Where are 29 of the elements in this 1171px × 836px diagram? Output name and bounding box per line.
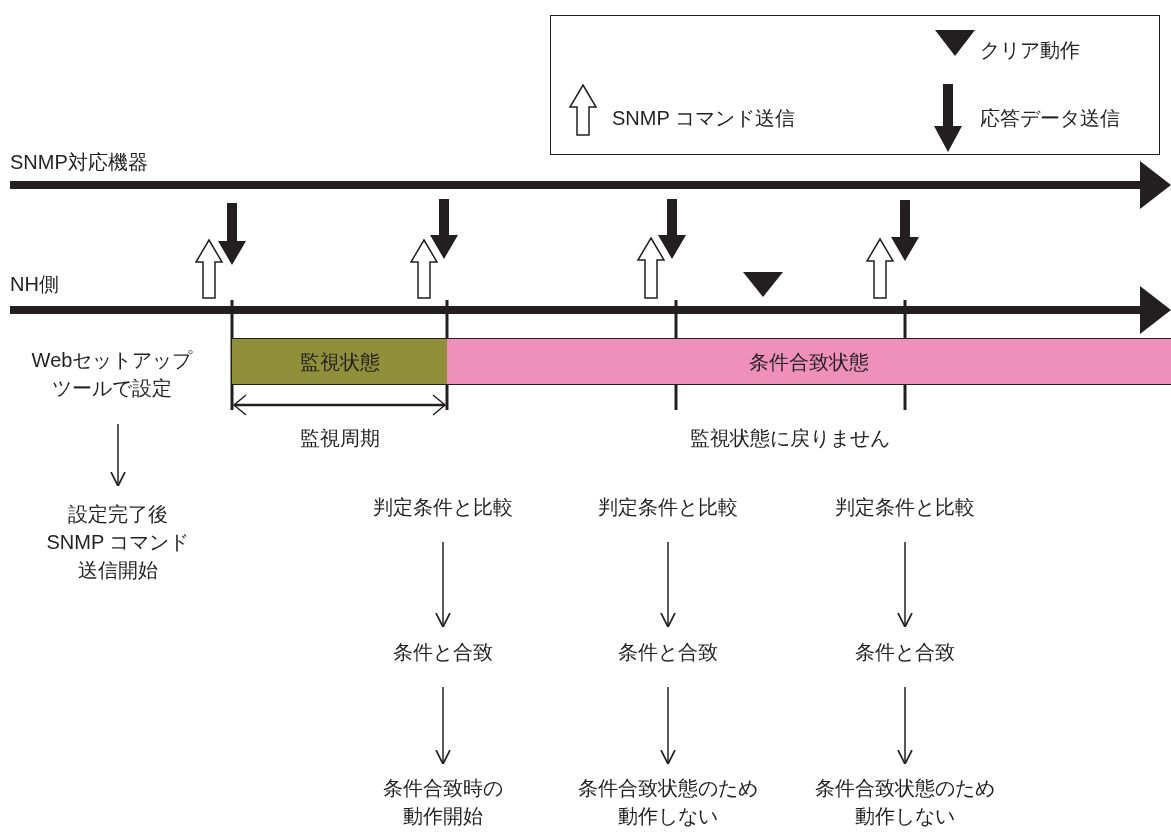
legend-label: 応答データ送信 [980, 106, 1120, 131]
step-text: 判定条件と比較 [598, 495, 738, 520]
step-text: 条件合致状態のため動作しない [814, 776, 996, 829]
arrow [435, 686, 451, 765]
arrow [897, 686, 913, 765]
timeline-label: NH側 [10, 272, 60, 297]
note-text: 監視状態に戻りません [689, 426, 891, 451]
state-band [447, 338, 1171, 385]
arrow [897, 541, 913, 628]
step-text: 条件と合致 [618, 640, 718, 665]
step-text: 設定完了後SNMP コマンド送信開始 [45, 502, 191, 583]
band-label: 条件合致状態 [749, 349, 869, 375]
step-text: 条件合致時の動作開始 [382, 776, 504, 829]
timeline-label: SNMP対応機器 [10, 150, 149, 175]
arrow [435, 541, 451, 628]
dimension-label: 監視周期 [299, 426, 381, 451]
step-text: 条件合致状態のため動作しない [577, 776, 759, 829]
step-text: 条件と合致 [393, 640, 493, 665]
arrow [110, 423, 126, 487]
arrow [660, 686, 676, 765]
legend-label: SNMP コマンド送信 [612, 106, 795, 131]
arrow [660, 541, 676, 628]
step-text: 判定条件と比較 [835, 495, 975, 520]
legend-label: クリア動作 [980, 38, 1080, 63]
state-band [232, 338, 447, 385]
step-text: Webセットアップツールで設定 [30, 348, 194, 401]
step-text: 条件と合致 [855, 640, 955, 665]
step-text: 判定条件と比較 [373, 495, 513, 520]
band-label: 監視状態 [299, 349, 380, 375]
